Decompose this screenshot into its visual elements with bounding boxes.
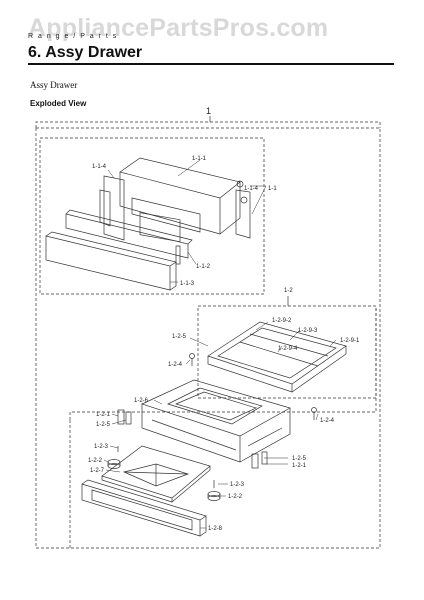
frame-screw-left-part bbox=[189, 353, 195, 366]
running-head: R a n g e / P a r t s bbox=[28, 33, 118, 40]
foot-right-part bbox=[207, 480, 221, 501]
base-plate-part bbox=[101, 445, 211, 503]
callout-frame-rail-4: 1-2-9-4 bbox=[278, 346, 298, 352]
callout-main: 1 bbox=[206, 106, 211, 116]
main-group-bracket bbox=[35, 116, 381, 128]
outer-dashed-frame bbox=[35, 127, 381, 549]
callout-frame-screw-right: 1-2-4 bbox=[320, 418, 335, 424]
callout-clip-left: 1-2-1 bbox=[96, 412, 111, 418]
callout-clip-right: 1-2-1 bbox=[292, 463, 307, 469]
page-title: 6. Assy Drawer bbox=[28, 44, 143, 61]
callout-clip-left-screw: 1-2-5 bbox=[96, 422, 111, 428]
callout-side-rail-left: 1-1-4 bbox=[92, 164, 107, 170]
side-rail-right-part bbox=[235, 180, 251, 239]
frame-group-bracket bbox=[69, 306, 377, 420]
clip-left-part bbox=[117, 409, 132, 425]
callout-frame-rail-1: 1-2-9-1 bbox=[340, 338, 360, 344]
callout-base-plate: 1-2-7 bbox=[90, 468, 105, 474]
frame-part bbox=[207, 321, 347, 393]
callout-frame-group: 1-2 bbox=[284, 288, 293, 294]
tray-assembly-part bbox=[141, 379, 291, 463]
callout-front-panel: 1-1-3 bbox=[180, 281, 195, 287]
callout-frame-screw-left: 1-2-4 bbox=[168, 362, 183, 368]
callout-front-bracket: 1-1-2 bbox=[196, 264, 211, 270]
front-panel-part bbox=[45, 231, 177, 291]
front-bracket-part bbox=[65, 209, 193, 265]
callout-drawer-box: 1-1-1 bbox=[192, 156, 207, 162]
leader-lines bbox=[103, 159, 337, 529]
bottom-panel-part bbox=[81, 479, 207, 537]
page-subtitle: Assy Drawer bbox=[30, 80, 78, 90]
side-rail-left-part bbox=[103, 175, 125, 241]
watermark: AppliancePartsPros.com bbox=[28, 14, 329, 42]
callout-labels: 1 1-1 1-1-1 1-1-2 1-1-3 1-1-4 1-1-4 1-2 … bbox=[88, 106, 360, 532]
callout-side-rail-right: 1-1-4 bbox=[244, 186, 259, 192]
callout-frame-leg: 1-2-5 bbox=[172, 334, 187, 340]
callout-tray-assembly: 1-2-6 bbox=[134, 398, 149, 404]
title-rule bbox=[28, 63, 394, 65]
callout-frame-rail-2: 1-2-9-2 bbox=[272, 318, 292, 324]
frame-screw-right-part bbox=[311, 407, 317, 420]
callout-frame-rail-3: 1-2-9-3 bbox=[298, 328, 318, 334]
callout-foot-left: 1-2-2 bbox=[88, 458, 103, 464]
drawer-subassembly-box bbox=[39, 137, 265, 295]
callout-foot-screw-left: 1-2-3 bbox=[94, 444, 109, 450]
section-label: Exploded View bbox=[30, 99, 87, 108]
callout-foot-right: 1-2-2 bbox=[228, 494, 243, 500]
callout-drawer-group: 1-1 bbox=[268, 186, 277, 192]
callout-bottom-panel: 1-2-8 bbox=[208, 526, 223, 532]
callout-clip-right-screw: 1-2-5 bbox=[292, 456, 307, 462]
callout-foot-screw-right: 1-2-3 bbox=[230, 482, 245, 488]
foot-left-part bbox=[107, 446, 121, 469]
drawer-box-part bbox=[99, 157, 241, 243]
